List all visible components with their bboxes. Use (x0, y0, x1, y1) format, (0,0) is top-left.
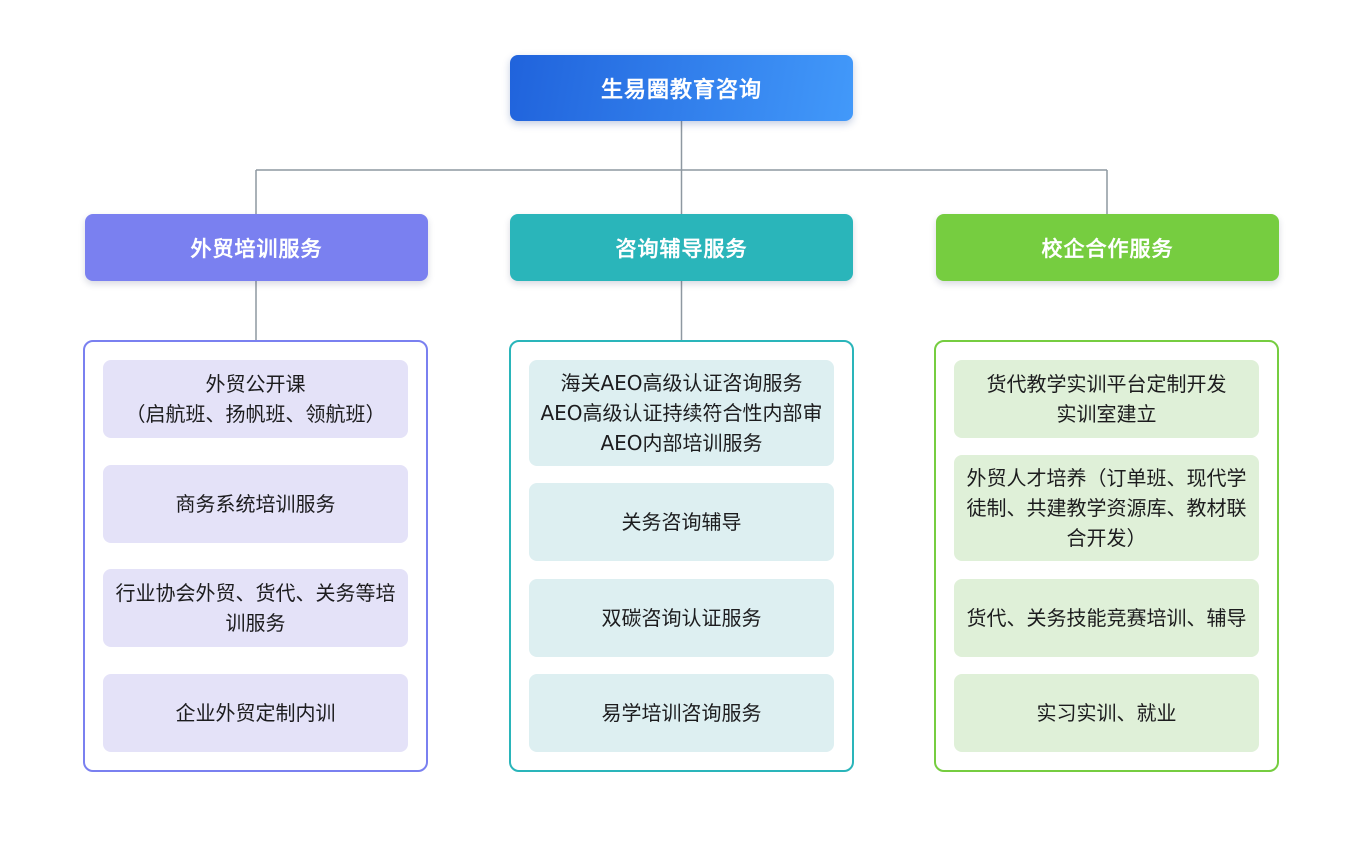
leaf-node: 货代教学实训平台定制开发 实训室建立 (954, 360, 1259, 438)
root-node: 生易圈教育咨询 (510, 55, 853, 121)
leaf-label: 易学培训咨询服务 (601, 700, 762, 725)
leaf-label: 企业外贸定制内训 (175, 700, 336, 725)
branch-header-label: 外贸培训服务 (190, 236, 323, 261)
leaf-node: 外贸公开课 （启航班、扬帆班、领航班） (103, 360, 408, 438)
leaf-label: 外贸人才培养（订单班、现代学徒制、共建教学资源库、教材联合开发） (966, 466, 1247, 551)
leaf-node: 实习实训、就业 (954, 673, 1259, 752)
leaf-node: 行业协会外贸、货代、关务等培训服务 (103, 569, 408, 648)
branch-header-foreign-trade-training: 外贸培训服务 (85, 214, 428, 281)
root-node-label: 生易圈教育咨询 (600, 78, 762, 103)
leaf-label: 双碳咨询认证服务 (601, 605, 762, 630)
leaf-node: 商务系统培训服务 (103, 464, 408, 543)
leaf-label: 海关AEO高级认证咨询服务 AEO高级认证持续符合性内部审 AEO内部培训服务 (540, 371, 823, 455)
leaf-label: 货代教学实训平台定制开发 实训室建立 (986, 372, 1227, 426)
leaf-label: 商务系统培训服务 (175, 491, 336, 516)
leaf-label: 行业协会外贸、货代、关务等培训服务 (115, 581, 396, 636)
branch-header-label: 咨询辅导服务 (615, 236, 748, 261)
leaf-label: 货代、关务技能竞赛培训、辅导 (966, 605, 1247, 630)
branch-container-school-enterprise: 货代教学实训平台定制开发 实训室建立 外贸人才培养（订单班、现代学徒制、共建教学… (934, 340, 1279, 772)
branch-header-consulting-coaching: 咨询辅导服务 (510, 214, 853, 281)
leaf-node: 关务咨询辅导 (529, 483, 834, 562)
branch-container-consulting-coaching: 海关AEO高级认证咨询服务 AEO高级认证持续符合性内部审 AEO内部培训服务 … (509, 340, 854, 772)
branch-container-foreign-trade-training: 外贸公开课 （启航班、扬帆班、领航班） 商务系统培训服务 行业协会外贸、货代、关… (83, 340, 428, 772)
leaf-node: 货代、关务技能竞赛培训、辅导 (954, 578, 1259, 657)
leaf-node: 双碳咨询认证服务 (529, 578, 834, 657)
leaf-label: 外贸公开课 （启航班、扬帆班、领航班） (125, 372, 386, 426)
leaf-node: 海关AEO高级认证咨询服务 AEO高级认证持续符合性内部审 AEO内部培训服务 (529, 360, 834, 466)
leaf-node: 企业外贸定制内训 (103, 673, 408, 752)
leaf-label: 关务咨询辅导 (621, 510, 742, 535)
branch-header-label: 校企合作服务 (1041, 236, 1174, 261)
leaf-node: 外贸人才培养（订单班、现代学徒制、共建教学资源库、教材联合开发） (954, 455, 1259, 562)
leaf-node: 易学培训咨询服务 (529, 673, 834, 752)
branch-header-school-enterprise: 校企合作服务 (936, 214, 1279, 281)
leaf-label: 实习实训、就业 (1036, 700, 1177, 725)
